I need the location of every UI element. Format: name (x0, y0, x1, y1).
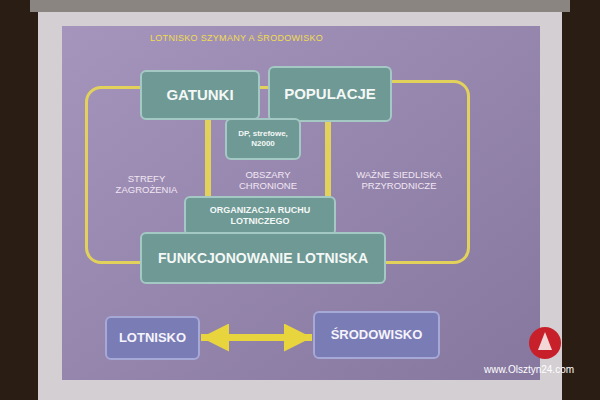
operation-box: FUNKCJONOWANIE LOTNISKA (140, 232, 386, 284)
traffic-box: ORGANIZACJA RUCHU LOTNICZEGO (184, 196, 336, 236)
slide-area (62, 26, 540, 380)
box-label: ORGANIZACJA RUCHU LOTNICZEGO (191, 205, 329, 227)
designation-box: DP, strefowe, N2000 (225, 118, 301, 160)
box-label: ŚRODOWISKO (331, 327, 423, 343)
population-box: POPULACJE (268, 66, 392, 122)
box-label: DP, strefowe, N2000 (232, 129, 294, 148)
box-label: LOTNISKO (119, 330, 186, 346)
logo-circle (529, 327, 561, 359)
box-label: POPULACJE (284, 85, 376, 103)
watermark: www.Olsztyn24.com (484, 364, 574, 375)
projection-screen (38, 0, 562, 400)
species-box: GATUNKI (140, 70, 260, 120)
region-label: WAŻNE SIEDLISKA PRZYRODNICZE (339, 169, 459, 192)
screen-housing (30, 0, 570, 12)
box-label: FUNKCJONOWANIE LOTNISKA (158, 250, 368, 267)
airport-box: LOTNISKO (105, 316, 200, 360)
box-label: GATUNKI (166, 86, 233, 104)
slide-title: LOTNISKO SZYMANY A ŚRODOWISKO (150, 33, 323, 43)
double-arrow (201, 334, 312, 341)
region-label: STREFY ZAGROŻENIA (96, 173, 197, 196)
logo-tower (538, 332, 552, 350)
region-label: OBSZARY CHRONIONE (219, 169, 317, 192)
environment-box: ŚRODOWISKO (313, 311, 440, 359)
